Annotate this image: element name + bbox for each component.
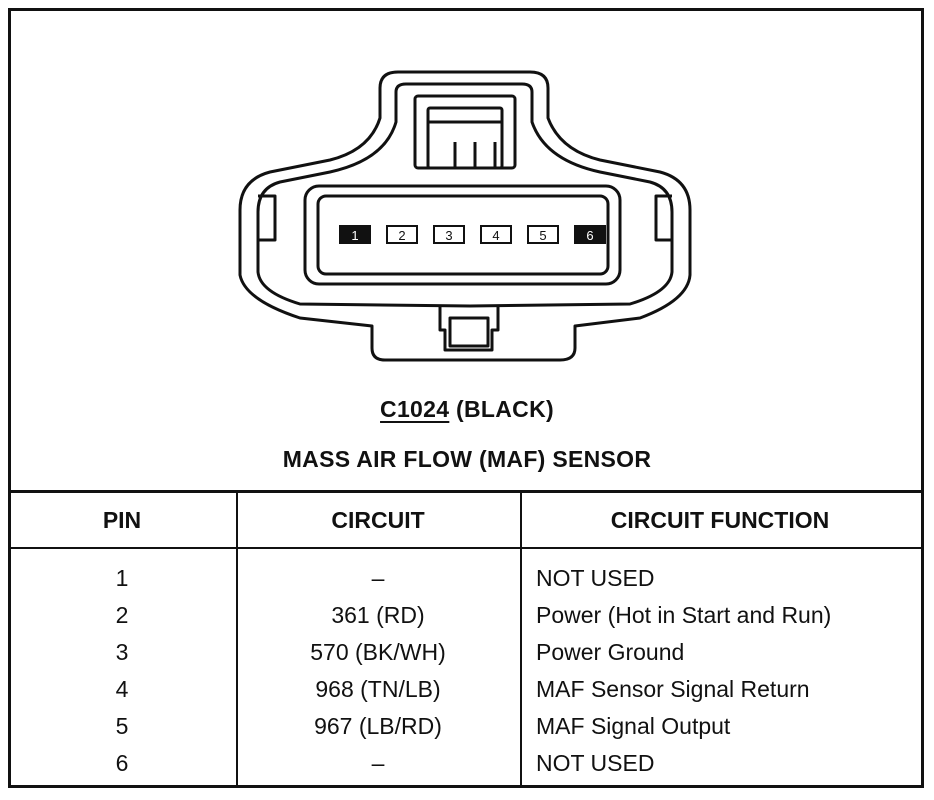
- row-5-function-cell: MAF Signal Output: [536, 713, 731, 739]
- table-top-rule: [8, 490, 924, 493]
- pin-row: 1 2 3 4 5 6: [339, 225, 606, 244]
- pin-4-box: [480, 225, 512, 244]
- pin-4-label: 4: [492, 228, 499, 243]
- row-2-function-cell: Power (Hot in Start and Run): [536, 602, 832, 628]
- diagram-frame: [8, 8, 924, 788]
- row-1-circuit-cell: –: [371, 565, 385, 591]
- bottom-key: [438, 306, 500, 352]
- pin-3-label: 3: [445, 228, 452, 243]
- row-4-function-cell: MAF Sensor Signal Return: [536, 676, 810, 702]
- col-divider-2: [520, 492, 522, 788]
- pin-1-box: [339, 225, 371, 244]
- row-6-circuit-cell: –: [371, 750, 385, 776]
- connector-title: C1024 (BLACK): [0, 396, 934, 423]
- connector-housing-inner: [256, 82, 674, 308]
- pin-2-box: [386, 225, 418, 244]
- row-3-function-cell: Power Ground: [536, 639, 685, 665]
- header-circuit: CIRCUIT: [331, 507, 425, 533]
- pin-1-label: 1: [351, 228, 358, 243]
- left-tab: [258, 194, 277, 242]
- row-6-pin-cell: 6: [115, 750, 129, 776]
- pin-cavity: [303, 184, 622, 286]
- row-3-circuit-cell: 570 (BK/WH): [310, 639, 446, 665]
- row-1-function-cell: NOT USED: [536, 565, 655, 591]
- row-3-pin-cell: 3: [115, 639, 129, 665]
- sensor-title: MASS AIR FLOW (MAF) SENSOR: [282, 446, 652, 472]
- right-tab: [654, 194, 672, 242]
- pin-6-box: [574, 225, 606, 244]
- row-2-pin-cell: 2: [115, 602, 129, 628]
- row-4-pin-cell: 4: [115, 676, 129, 702]
- connector-color: (BLACK): [456, 396, 554, 422]
- connector-id: C1024: [380, 396, 450, 422]
- row-4-circuit-cell: 968 (TN/LB): [315, 676, 441, 702]
- connector-housing-outer: [238, 70, 692, 362]
- col-divider-1: [236, 492, 238, 788]
- header-function: CIRCUIT FUNCTION: [610, 507, 830, 533]
- row-5-circuit-cell: 967 (LB/RD): [314, 713, 442, 739]
- pin-5-label: 5: [539, 228, 546, 243]
- connector-drawing: 1 2 3 4 5 6: [238, 70, 692, 362]
- pin-5-box: [527, 225, 559, 244]
- pin-6-label: 6: [586, 228, 593, 243]
- header-pin: PIN: [102, 507, 142, 533]
- pin-2-label: 2: [398, 228, 405, 243]
- row-1-pin-cell: 1: [115, 565, 129, 591]
- row-6-function-cell: NOT USED: [536, 750, 655, 776]
- header-rule: [8, 547, 924, 549]
- row-5-pin-cell: 5: [115, 713, 129, 739]
- row-2-circuit-cell: 361 (RD): [331, 602, 425, 628]
- pin-3-box: [433, 225, 465, 244]
